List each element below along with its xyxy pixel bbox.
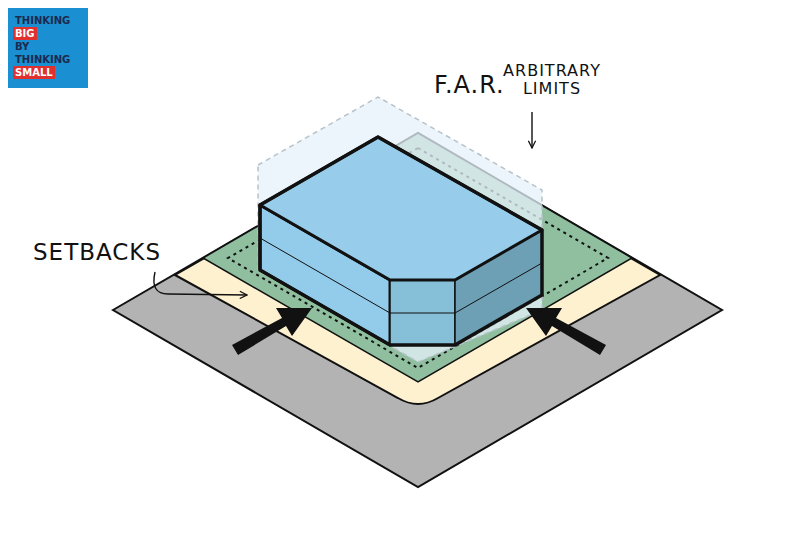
setbacks-label: SETBACKS [33,240,203,265]
logo-word: THINKING [13,53,72,66]
logo-box: THINKINGBIGBYTHINKINGSMALL [8,8,88,88]
logo-word: SMALL [13,66,55,79]
push-arrow [232,308,312,355]
far-note: ARBITRARY LIMITS [496,62,608,97]
street [113,133,722,487]
push-arrow [526,308,606,355]
leader-line [531,112,532,148]
logo-word: THINKING [13,14,72,27]
logo-word: BIG [13,27,37,40]
far-label: F.A.R. [434,72,514,98]
logo-word: BY [13,40,31,53]
leader-line [154,272,247,295]
